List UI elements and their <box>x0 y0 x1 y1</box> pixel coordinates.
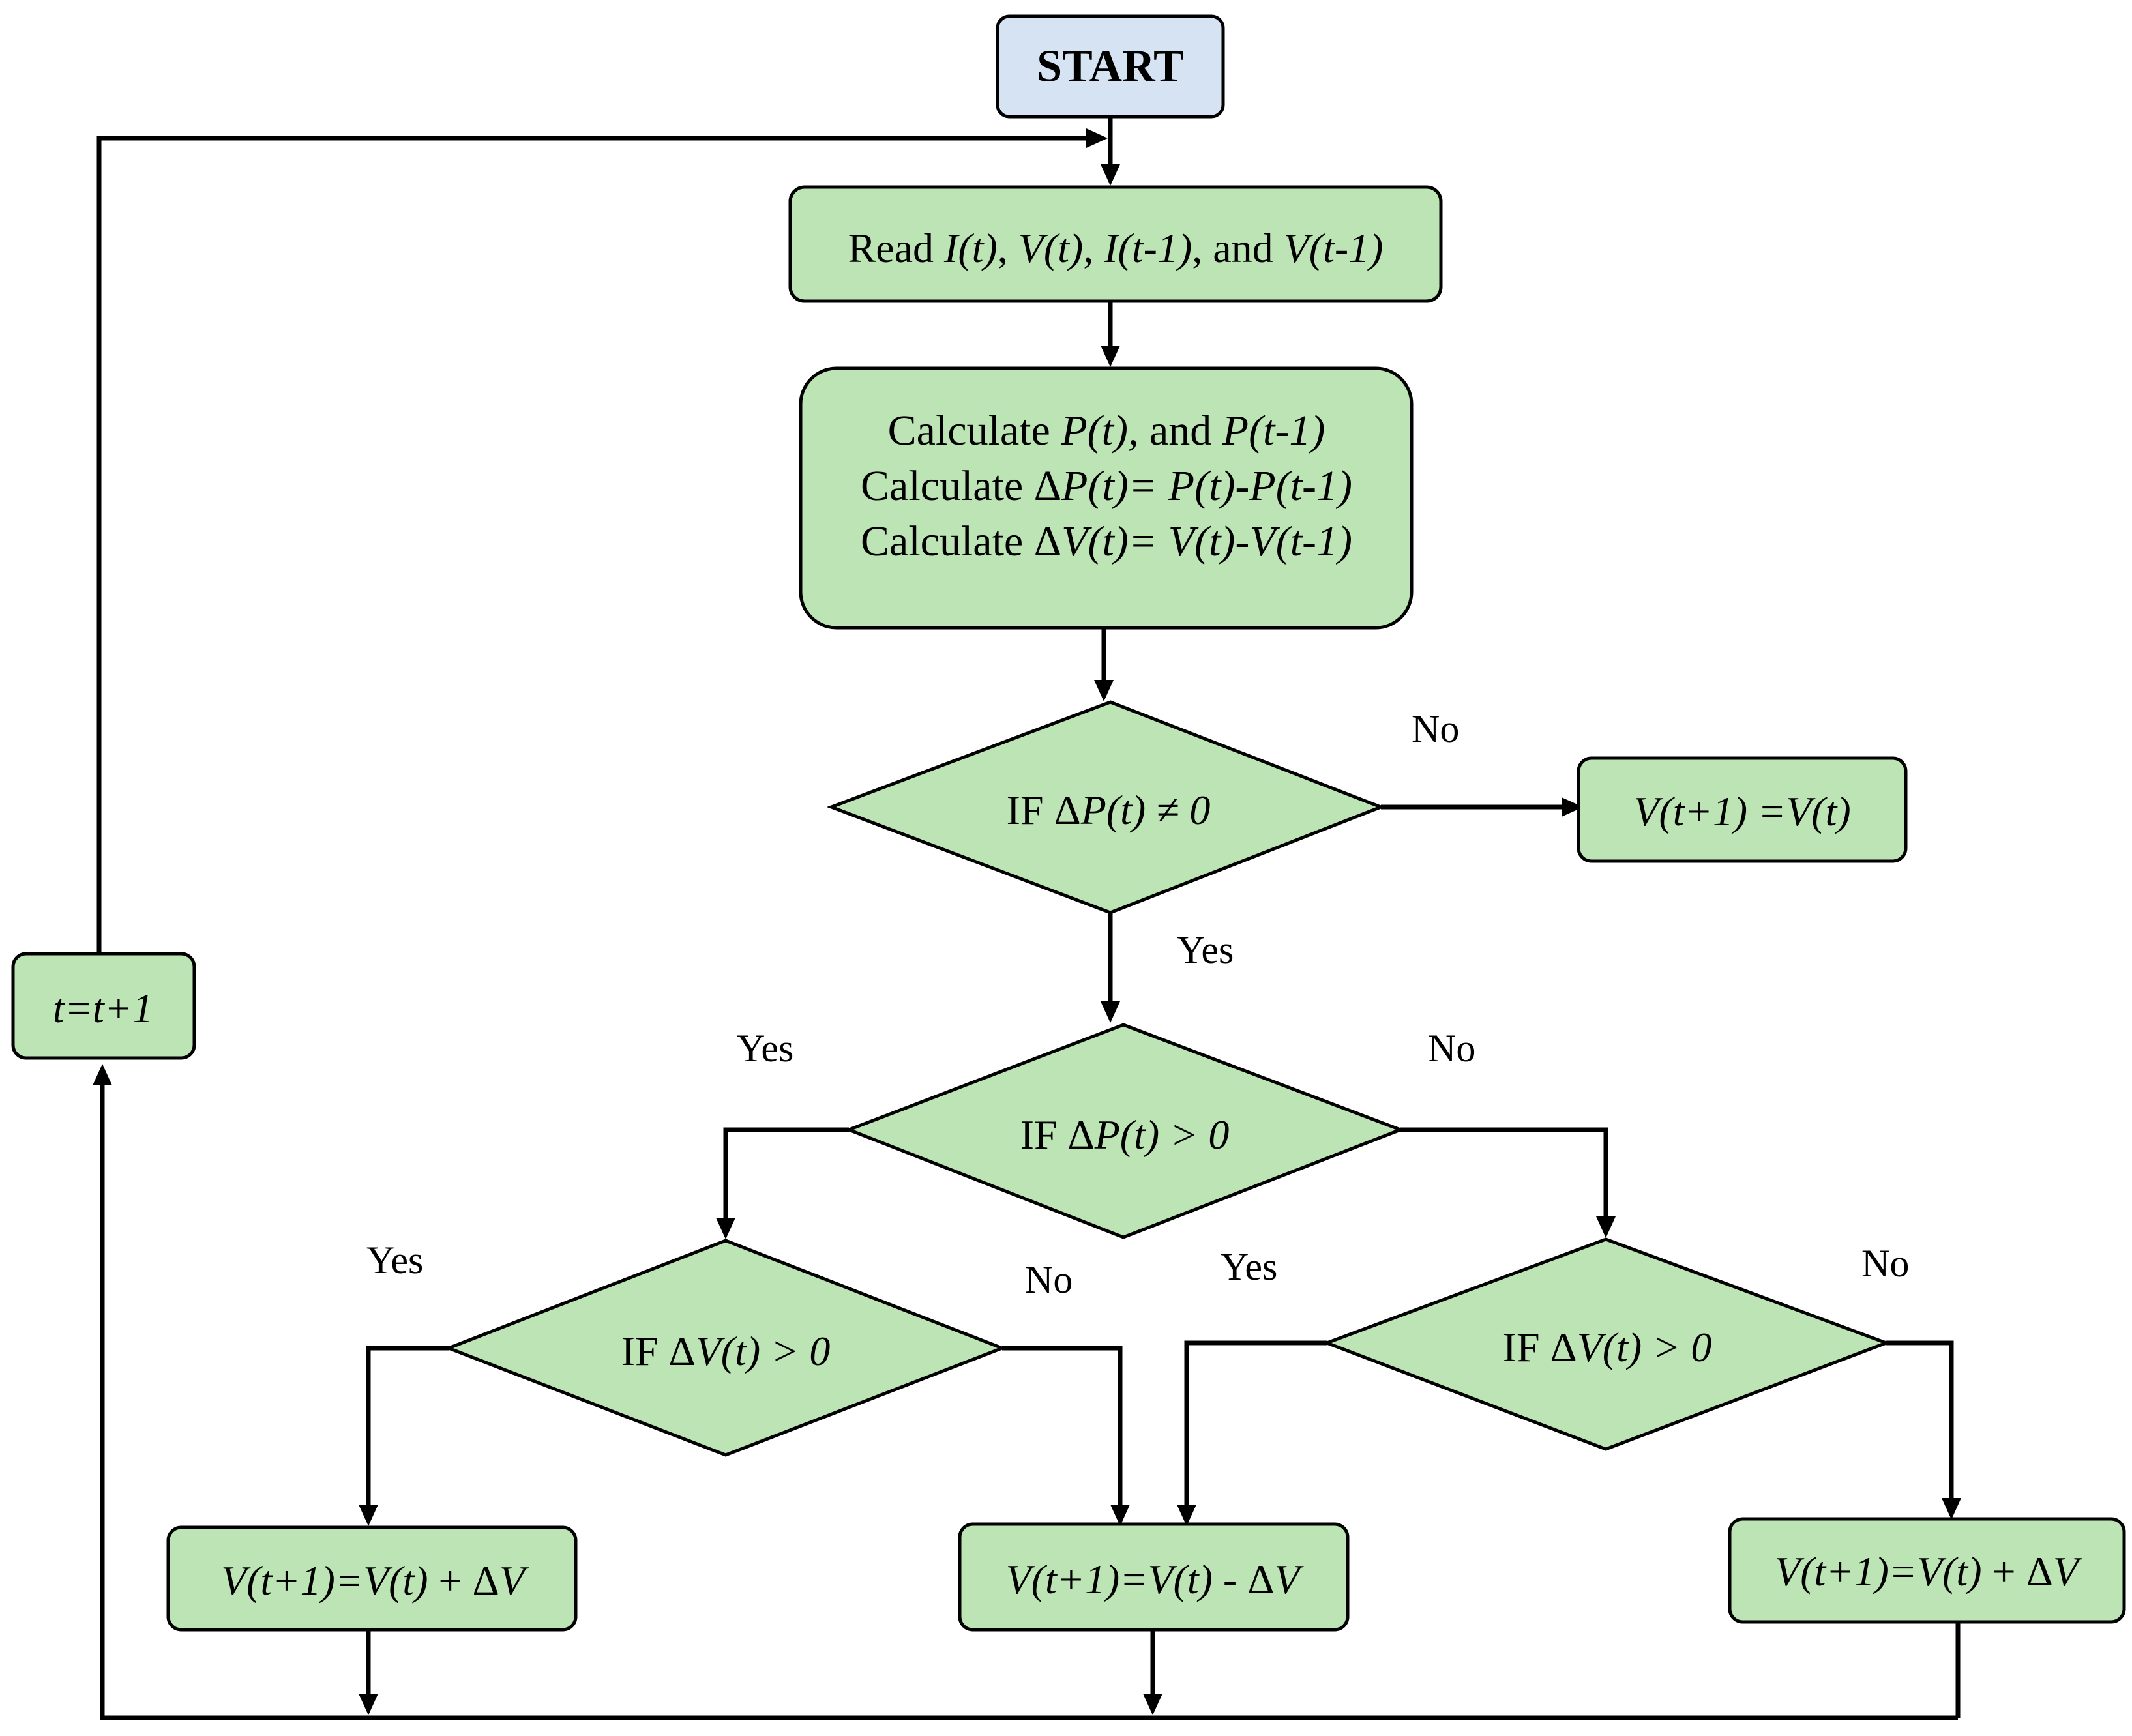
arrowhead <box>1101 164 1120 186</box>
node-start: START <box>996 14 1225 119</box>
node-text-line-3: Calculate ΔV(t)= V(t)-V(t-1) <box>861 518 1352 565</box>
arrowhead <box>93 1064 112 1085</box>
node-calc: Calculate P(t), and P(t-1) Calculate ΔP(… <box>799 366 1414 630</box>
node-time-step: t=t+1 <box>11 952 196 1060</box>
arrowhead <box>1110 1505 1130 1526</box>
label-dv-left-yes: Yes <box>366 1239 423 1282</box>
node-text-line-1: Calculate P(t), and P(t-1) <box>888 407 1325 454</box>
arrowhead <box>359 1694 378 1715</box>
node-increase-left: V(t+1)=V(t) + ΔV <box>166 1525 578 1632</box>
arrowhead <box>1101 1001 1120 1023</box>
node-text: IF ΔP(t) ≠ 0 <box>1007 787 1211 833</box>
decision-dv-positive-right: IF ΔV(t) > 0 <box>1322 1237 1891 1451</box>
node-text: V(t+1)=V(t) - ΔV <box>1006 1556 1305 1602</box>
decision-dp-positive: IF ΔP(t) > 0 <box>844 1023 1405 1239</box>
edge-dp-gt-no <box>1400 1127 1608 1218</box>
arrowhead <box>1562 797 1583 817</box>
node-hold: V(t+1) =V(t) <box>1577 756 1908 863</box>
node-text: IF ΔV(t) > 0 <box>621 1328 831 1374</box>
connectors <box>93 117 1961 1720</box>
arrowhead <box>1143 1694 1162 1715</box>
label-dv-right-no: No <box>1861 1242 1909 1285</box>
node-read: Read I(t), V(t), I(t-1), and V(t-1) <box>788 185 1443 303</box>
arrowhead <box>1942 1498 1961 1520</box>
arrowhead <box>1177 1505 1196 1526</box>
decision-dp-nonzero: IF ΔP(t) ≠ 0 <box>826 700 1385 915</box>
label-dv-right-yes: Yes <box>1221 1245 1277 1288</box>
node-text: IF ΔP(t) > 0 <box>1020 1111 1230 1158</box>
label-dp-gt-yes: Yes <box>737 1027 793 1070</box>
node-text: V(t+1)=V(t) + ΔV <box>1775 1548 2083 1595</box>
edge-dv-left-yes <box>366 1346 449 1506</box>
label-dp-ne-yes: Yes <box>1177 928 1234 971</box>
decision-dv-positive-left: IF ΔV(t) > 0 <box>444 1239 1007 1457</box>
node-increase-right: V(t+1)=V(t) + ΔV <box>1728 1517 2126 1624</box>
arrowhead <box>1101 346 1120 367</box>
node-text: t=t+1 <box>53 985 153 1031</box>
node-text: START <box>1037 42 1184 92</box>
arrowhead <box>1094 680 1114 701</box>
edge-labels: No Yes Yes No Yes No Yes No <box>366 707 1909 1301</box>
edge-dv-left-no <box>1002 1346 1123 1506</box>
arrowhead <box>359 1505 378 1526</box>
edge-dv-right-yes <box>1184 1340 1327 1506</box>
node-decrease: V(t+1)=V(t) - ΔV <box>958 1522 1350 1632</box>
edge-dv-right-no <box>1886 1340 1954 1499</box>
label-dv-left-no: No <box>1025 1258 1073 1301</box>
arrowhead <box>716 1218 735 1239</box>
edge-dp-gt-yes <box>723 1127 849 1219</box>
arrowhead <box>1596 1216 1616 1238</box>
node-text: V(t+1)=V(t) + ΔV <box>221 1557 529 1604</box>
label-dp-gt-no: No <box>1428 1027 1475 1070</box>
node-text: V(t+1) =V(t) <box>1633 788 1850 834</box>
node-text: Read I(t), V(t), I(t-1), and V(t-1) <box>848 225 1384 271</box>
arrowhead <box>1086 128 1108 148</box>
label-dp-ne-no: No <box>1412 707 1459 750</box>
node-text-line-2: Calculate ΔP(t)= P(t)-P(t-1) <box>861 462 1352 510</box>
edge-step-loop <box>96 136 1088 954</box>
edge-bottom-return <box>100 1085 1958 1720</box>
node-text: IF ΔV(t) > 0 <box>1503 1324 1712 1370</box>
